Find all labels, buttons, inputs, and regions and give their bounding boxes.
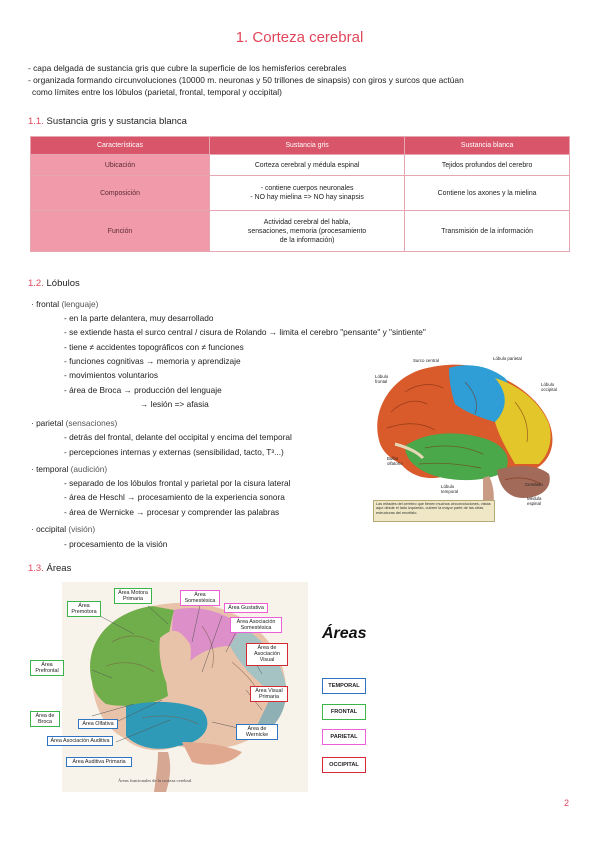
list-item: - separado de los lóbulos frontal y pari… [64, 478, 291, 488]
brain-caption: Las mitades del cerebro que tienen mucho… [373, 500, 495, 522]
list-item: - percepciones internas y externas (sens… [64, 447, 284, 457]
table-cell: Tejidos profundos del cerebro [404, 154, 570, 176]
legend-parietal: PARIETAL [322, 729, 366, 745]
row-label: Ubicación [30, 154, 210, 176]
list-subitem: → lesión => afasia [140, 399, 209, 409]
section-number: 1.3. [28, 563, 44, 574]
section-title: Sustancia gris y sustancia blanca [43, 116, 187, 127]
cell-line: sensaciones, memoria (procesamiento [247, 227, 367, 235]
label-area-wernicke: Área de Wernicke [236, 724, 278, 741]
areas-legend-title: Áreas [322, 625, 367, 642]
label-area-visual: Área Visual Primaria [250, 686, 288, 703]
row-label: Función [30, 210, 210, 252]
list-item: - movimientos voluntarios [64, 370, 159, 380]
label-area-asociacion-somestesica: Área Asociación Somestésica [230, 617, 282, 634]
substance-table: Características Sustancia gris Sustancia… [30, 136, 570, 252]
list-item: - procesamiento de la visión [64, 539, 168, 549]
label-area-premotora: Área Premotora [67, 601, 101, 618]
legend-occipital: OCCIPITAL [322, 757, 366, 773]
cell-line: - contiene cuerpos neuronales [260, 185, 354, 192]
lobe-name: · parietal [31, 418, 64, 428]
brain-label: Cerebelo [525, 482, 543, 487]
lobe-note: (lenguaje) [59, 299, 99, 309]
lobe-note: (audición) [68, 464, 108, 474]
lobe-temporal: · temporal (audición) [31, 462, 107, 476]
list-item: - tiene ≠ accidentes topográficos con ≠ … [64, 342, 244, 352]
section-number: 1.2. [28, 278, 44, 289]
table-row: Composición - contiene cuerpos neuronale… [30, 175, 570, 211]
lobe-note: (visión) [66, 524, 96, 534]
table-cell: - contiene cuerpos neuronales - NO hay m… [208, 175, 406, 211]
lobe-name: · frontal [31, 299, 60, 309]
label-area-somestesica: Área Somestésica [180, 590, 220, 607]
intro-line: como límites entre los lóbulos (parietal… [32, 87, 282, 97]
list-item: - área de Heschl → procesamiento de la e… [64, 492, 285, 502]
lobe-name: · temporal [31, 464, 69, 474]
table-row: Función Actividad cerebral del habla, se… [30, 210, 570, 252]
table-cell: Actividad cerebral del habla, sensacione… [208, 210, 406, 252]
brain-lobes-image [377, 364, 553, 512]
table-row: Ubicación Corteza cerebral y médula espi… [30, 154, 570, 176]
section-heading-1: 1.1. Sustancia gris y sustancia blanca [28, 116, 187, 127]
table-header: Sustancia blanca [404, 136, 570, 155]
section-heading-2: 1.2. Lóbulos [28, 278, 80, 289]
table-cell: Transmisión de la información [404, 210, 570, 252]
label-area-olfativa: Área Olfativa [78, 719, 118, 730]
label-area-asociacion-visual: Área de Asociación Visual [246, 643, 288, 666]
intro-line: - capa delgada de sustancia gris que cub… [28, 63, 347, 73]
brain-label: Lóbulo parietal [493, 356, 522, 361]
legend-frontal: FRONTAL [322, 704, 366, 720]
list-item: - en la parte delantera, muy desarrollad… [64, 313, 214, 323]
table-cell: Contiene los axones y la mielina [404, 175, 570, 211]
brain-lobes-illustration: Surco central Lóbulo parietal Lóbulo fro… [365, 352, 573, 531]
cell-line: de la información) [279, 236, 335, 244]
label-area-auditiva: Área Auditiva Primaria [66, 757, 132, 768]
lobe-occipital: · occipital (visión) [31, 522, 95, 536]
table-cell: Corteza cerebral y médula espinal [208, 154, 406, 176]
section-title: Áreas [43, 563, 72, 574]
intro-text: - capa delgada de sustancia gris que cub… [28, 62, 573, 98]
lobe-note: (sensaciones) [63, 418, 118, 428]
lobe-parietal: · parietal (sensaciones) [31, 416, 117, 430]
label-area-motora: Área Motora Primaria [114, 588, 152, 605]
cell-line: Actividad cerebral del habla, [263, 218, 351, 226]
list-item: - funciones cognitivas → memoria y apren… [64, 356, 241, 366]
list-item: - área de Broca → producción del lenguaj… [64, 385, 222, 395]
areas-caption: Áreas funcionales de la corteza cerebral… [118, 778, 193, 783]
label-area-asociacion-auditiva: Área Asociación Auditiva [47, 736, 113, 747]
brain-label: Médula espinal [527, 496, 542, 506]
label-area-prefrontal: Área Prefrontal [30, 660, 64, 677]
row-label: Composición [30, 175, 210, 211]
section-title: Lóbulos [43, 278, 80, 289]
table-header: Características [30, 136, 210, 155]
brain-label: Surco central [413, 358, 439, 363]
intro-line: - organizada formando circunvoluciones (… [28, 75, 464, 85]
list-item: - detrás del frontal, delante del occipi… [64, 432, 292, 442]
brain-label: Lóbulo occipital [541, 382, 557, 392]
list-item: - se extiende hasta el surco central / c… [64, 327, 426, 337]
cell-line: - NO hay mielina => NO hay sinapsis [250, 194, 364, 201]
brain-label: Bulbo olfatorio [387, 456, 403, 466]
section-heading-3: 1.3. Áreas [28, 563, 71, 574]
label-area-gustativa: Área Gustativa [224, 603, 268, 614]
brain-label: Lóbulo temporal [441, 484, 459, 494]
page-number: 2 [564, 798, 570, 808]
page-title: 1. Corteza cerebral [235, 29, 364, 46]
label-area-broca: Área de Broca [30, 711, 60, 728]
legend-temporal: TEMPORAL [322, 678, 366, 694]
table-header: Sustancia gris [208, 136, 406, 155]
brain-label: Lóbulo frontal [375, 374, 389, 384]
section-number: 1.1. [28, 116, 44, 127]
lobe-frontal: · frontal (lenguaje) [31, 297, 98, 311]
list-item: - área de Wernicke → procesar y comprend… [64, 507, 280, 517]
lobe-name: · occipital [31, 524, 67, 534]
